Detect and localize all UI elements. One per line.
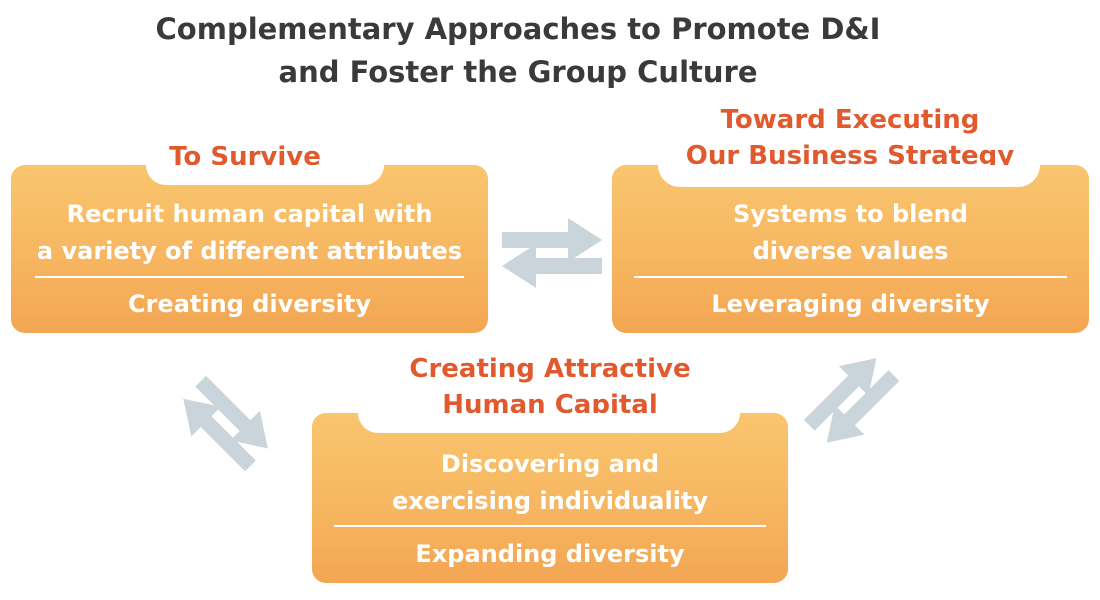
diagram-title: Complementary Approaches to Promote D&I … (0, 8, 1036, 94)
double-arrow-icon (794, 343, 909, 458)
capital-main-text: Discovering and exercising individuality (391, 450, 709, 515)
strategy-box: Systems to blend diverse values Leveragi… (612, 165, 1089, 333)
survive-sub-text: Creating diversity (127, 290, 372, 318)
double-arrow-icon (168, 366, 283, 481)
title-line-2: and Foster the Group Culture (278, 55, 758, 89)
title-line-1: Complementary Approaches to Promote D&I (155, 12, 881, 46)
survive-main-text: Recruit human capital with a variety of … (36, 200, 463, 265)
strategy-sub-text: Leveraging diversity (711, 290, 990, 318)
survive-box: Recruit human capital with a variety of … (11, 165, 488, 333)
capital-box: Discovering and exercising individuality… (312, 413, 788, 583)
strategy-divider (634, 276, 1067, 278)
strategy-main-text: Systems to blend diverse values (733, 200, 968, 265)
capital-divider (334, 525, 766, 527)
capital-notch (358, 413, 740, 433)
capital-sub-text: Expanding diversity (415, 540, 685, 568)
survive-divider (35, 276, 464, 278)
survive-notch (146, 165, 384, 185)
double-arrow-icon (502, 218, 602, 288)
strategy-notch (658, 165, 1040, 187)
